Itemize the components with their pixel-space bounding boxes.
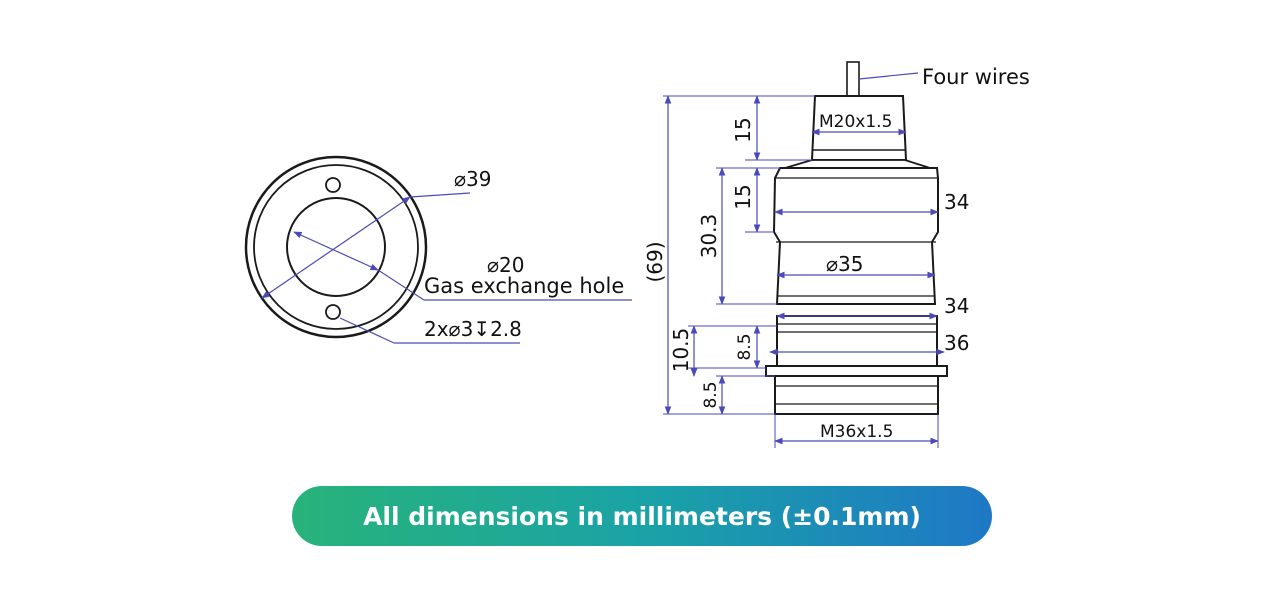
bottom-thread <box>774 375 939 415</box>
top-thread-label: M20x1.5 <box>819 112 892 132</box>
body-diameter-label: ⌀35 <box>826 252 864 276</box>
banner-text: All dimensions in millimeters (±0.1mm) <box>363 501 921 531</box>
inner-rim <box>253 164 419 330</box>
cap-height-label: 15 <box>731 117 755 142</box>
top-view: ⌀39 ⌀20 Gas exchange hole 2x⌀3↧2.8 <box>244 155 632 344</box>
wires-label: Four wires <box>922 65 1030 89</box>
holes-label: 2x⌀3↧2.8 <box>424 317 522 341</box>
width-flange-label: 36 <box>944 331 969 355</box>
outer-diameter-label: ⌀39 <box>454 167 492 191</box>
mounting-hole-bottom <box>325 304 341 320</box>
body-height-label: 30.3 <box>697 214 721 259</box>
ring-height-label: 8.5 <box>735 333 755 360</box>
wires-leader <box>858 72 919 80</box>
inner-diameter-line <box>293 231 379 271</box>
outer-diameter-line <box>261 196 411 299</box>
lower-height-label: 10.5 <box>669 328 693 373</box>
flange <box>765 365 948 377</box>
upper-height-label: 15 <box>731 184 755 209</box>
gas-hole-label: Gas exchange hole <box>424 274 624 298</box>
wire-bundle <box>846 61 860 97</box>
dimensions-banner: All dimensions in millimeters (±0.1mm) <box>292 486 992 546</box>
outer-rim <box>244 155 428 339</box>
gas-hole-leader <box>377 269 425 301</box>
width-upper-label: 34 <box>944 190 969 214</box>
holes-leader <box>339 317 395 344</box>
side-view: Four wires M20x1.5 34 ⌀35 34 <box>643 61 1030 448</box>
mounting-hole-top <box>325 177 341 193</box>
outer-diameter-leader <box>409 192 471 198</box>
total-height-label: (69) <box>643 241 667 282</box>
width-lower-label: 34 <box>944 294 969 318</box>
inner-diameter-label: ⌀20 <box>487 253 525 277</box>
main-body <box>772 167 939 305</box>
bottom-thread-label: M36x1.5 <box>820 422 893 442</box>
thread-height-label: 8.5 <box>701 381 721 408</box>
neck <box>784 159 931 169</box>
